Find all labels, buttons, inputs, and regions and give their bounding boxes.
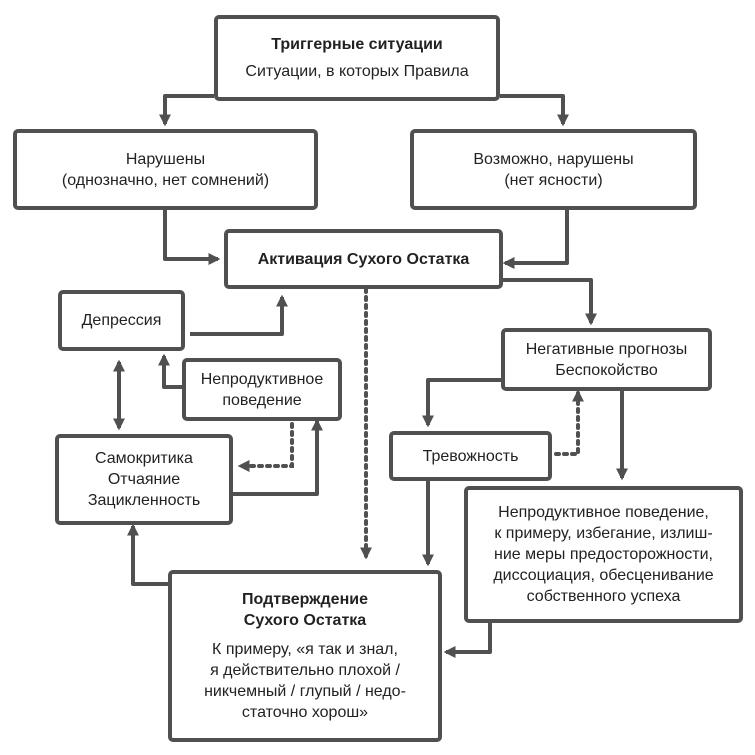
- node-negative-forecasts: Негативные прогнозы Беспокойство: [501, 328, 712, 391]
- arrow-triggers-to-violated: [159, 94, 214, 127]
- node-violated: Нарушены (однозначно, нет сомнений): [13, 129, 318, 210]
- node-self-criticism: Самокритика Отчаяние Зацикленность: [55, 434, 233, 525]
- arrow-depression-to-activation: [190, 294, 288, 336]
- violated-line2: (однозначно, нет сомнений): [61, 171, 270, 189]
- dotted-arrow-anxiety-to-negative: [554, 389, 584, 456]
- confirmation-line4: статочно хорош»: [241, 704, 369, 721]
- unproductive-right-line3: ние меры предосторожности,: [493, 546, 713, 563]
- violated-line1: Нарушены: [125, 150, 206, 168]
- self-criticism-line2: Отчаяние: [107, 471, 181, 488]
- arrow-negative-to-anxiety: [422, 378, 503, 428]
- activation-title: Активация Сухого Остатка: [257, 250, 470, 268]
- arrow-triggers-to-maybe: [500, 94, 569, 127]
- unproductive-right-line1: Непродуктивное поведение,: [498, 504, 709, 521]
- self-criticism-line3: Зацикленность: [87, 492, 201, 509]
- negative-forecasts-line2: Беспокойство: [555, 361, 658, 379]
- confirmation-line2: я действительно плохой /: [210, 662, 400, 679]
- arrow-violated-to-activation: [163, 210, 221, 265]
- self-criticism-line1: Самокритика: [95, 450, 193, 467]
- node-unproductive-right: Непродуктивное поведение, к примеру, изб…: [464, 486, 743, 623]
- confirmation-line3: никчемный / глупый / недо-: [204, 683, 406, 700]
- depression-text: Депрессия: [81, 312, 162, 329]
- unproductive-left-line2: поведение: [222, 391, 302, 409]
- arrow-activation-to-negative: [501, 278, 597, 326]
- unproductive-right-line5: собственного успеха: [526, 588, 681, 605]
- confirmation-title-line1: Подтверждение: [242, 591, 368, 608]
- trigger-situations-title: Триггерные ситуации: [271, 36, 443, 53]
- anxiety-text: Тревожность: [422, 447, 519, 465]
- unproductive-left-line1: Непродуктивное: [200, 370, 324, 388]
- negative-forecasts-line1: Негативные прогнозы: [525, 340, 688, 358]
- node-maybe-violated: Возможно, нарушены (нет ясности): [410, 129, 697, 210]
- trigger-situations-text: Ситуации, в которых Правила: [245, 63, 469, 80]
- arrow-selfcriticism-to-unproductive: [228, 418, 323, 496]
- node-unproductive-left: Непродуктивное поведение: [182, 358, 342, 421]
- node-trigger-situations: Триггерные ситуации Ситуации, в которых …: [214, 15, 500, 101]
- arrow-unproductive-right-to-confirmation: [443, 623, 492, 658]
- unproductive-right-line2: к примеру, избегание, излиш-: [494, 525, 713, 542]
- maybe-violated-line2: (нет ясности): [504, 171, 603, 189]
- confirmation-title-line2: Сухого Остатка: [243, 612, 367, 629]
- node-confirmation: Подтверждение Сухого Остатка К примеру, …: [168, 570, 442, 742]
- arrow-maybe-to-activation: [502, 210, 569, 269]
- arrow-unproductive-to-depression: [158, 353, 182, 389]
- unproductive-right-line4: диссоциация, обесценивание: [493, 567, 714, 584]
- node-anxiety: Тревожность: [389, 431, 552, 481]
- confirmation-line1: К примеру, «я так и знал,: [212, 641, 398, 658]
- arrow-confirmation-to-selfcriticism: [127, 523, 170, 586]
- node-depression: Депрессия: [58, 290, 185, 351]
- node-activation: Активация Сухого Остатка: [224, 229, 503, 289]
- dotted-arrow-unproductive-to-selfcriticism: [237, 422, 294, 472]
- maybe-violated-line1: Возможно, нарушены: [473, 150, 634, 168]
